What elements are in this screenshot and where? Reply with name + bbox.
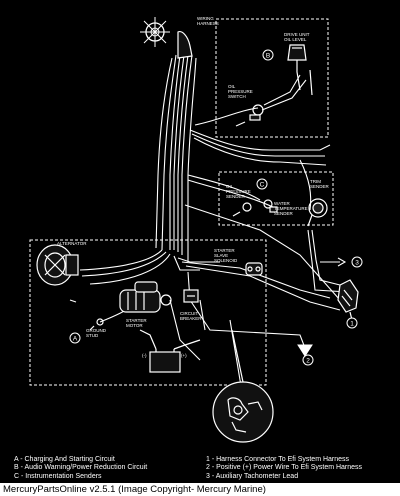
legend-item-a: A - Charging And Starting Circuit	[14, 456, 115, 463]
svg-text:A: A	[73, 336, 78, 343]
legend-item-2: 2 - Positive (+) Power Wire To Efi Syste…	[206, 464, 363, 472]
callout-c: C	[256, 178, 268, 190]
label-circuit-breaker: CIRCUIT BREAKER	[180, 311, 202, 321]
main-harness-bundle	[155, 54, 197, 262]
aux-tach-lead	[320, 257, 347, 267]
power-wire-arrow	[297, 344, 313, 357]
harness-connector-1	[337, 279, 359, 321]
legend-numbered: 1 - Harness Connector To Efi System Harn…	[206, 456, 362, 481]
label-oil-pressure-switch: OIL PRESSURE SWITCH	[228, 84, 254, 99]
label-water-temperature-sender: WATER TEMPERATURE SENDER	[274, 201, 309, 216]
label-oil-pressure-sender: OIL PRESSURE SENDER	[226, 184, 252, 199]
legend-groups: A - Charging And Starting Circuit B - Au…	[14, 456, 147, 481]
ground-stud	[89, 318, 104, 331]
detail-zoom-circle	[212, 329, 274, 443]
wiring-harness-connector	[140, 17, 193, 59]
group-b-box	[215, 18, 329, 138]
callout-b: B	[262, 49, 274, 61]
circuit-breaker	[183, 289, 199, 303]
callout-3: 3	[351, 256, 363, 268]
label-starter-motor: STARTER MOTOR	[126, 318, 148, 328]
legend-item-b: B - Audio Warning/Power Reduction Circui…	[14, 464, 148, 472]
group-a-wiring	[69, 249, 341, 396]
alternator	[36, 244, 79, 286]
svg-text:1: 1	[350, 321, 354, 328]
starter-motor	[119, 281, 172, 313]
svg-text:2: 2	[306, 358, 310, 365]
label-ground-stud: GROUND STUD	[86, 328, 107, 338]
svg-text:C: C	[260, 182, 265, 189]
legend-item-1: 1 - Harness Connector To Efi System Harn…	[206, 456, 350, 463]
label-starter-slave-solenoid: STARTER SLAVE SOLENOID	[214, 248, 238, 263]
oil-pressure-switch	[235, 104, 264, 127]
label-drive-unit-oil-level: DRIVE UNIT OIL LEVEL	[284, 32, 311, 42]
legend-item-3: 3 - Auxiliary Tachometer Lead	[206, 472, 299, 480]
legend-item-c: C - Instrumentation Senders	[14, 472, 102, 480]
wiring-diagram: WIRING HARNESS DRIVE UNIT OIL LEVEL OIL …	[29, 16, 363, 443]
label-trim-sender: TRIM SENDER	[310, 179, 330, 189]
drive-unit-oil-level	[287, 44, 313, 96]
battery	[139, 329, 201, 373]
oil-pressure-sender	[232, 202, 252, 217]
label-battery-positive: (+)	[181, 353, 187, 358]
trim-sender	[307, 198, 328, 227]
callout-a: A	[69, 332, 81, 344]
label-battery-negative: (-)	[142, 353, 147, 358]
callout-2: 2	[302, 354, 314, 366]
group-a-box	[29, 239, 267, 386]
callout-1: 1	[346, 317, 358, 329]
copyright-footer: MercuryPartsOnline v2.5.1 (Image Copyrig…	[0, 483, 400, 496]
svg-text:B: B	[266, 53, 270, 60]
starter-slave-solenoid	[245, 262, 263, 276]
group-c-box	[218, 171, 334, 226]
label-wiring-harness: WIRING HARNESS	[197, 16, 219, 26]
water-temperature-sender	[263, 199, 278, 213]
branch-to-group-c	[184, 159, 349, 301]
label-alternator: ALTERNATOR	[57, 241, 87, 246]
svg-text:3: 3	[355, 260, 359, 267]
